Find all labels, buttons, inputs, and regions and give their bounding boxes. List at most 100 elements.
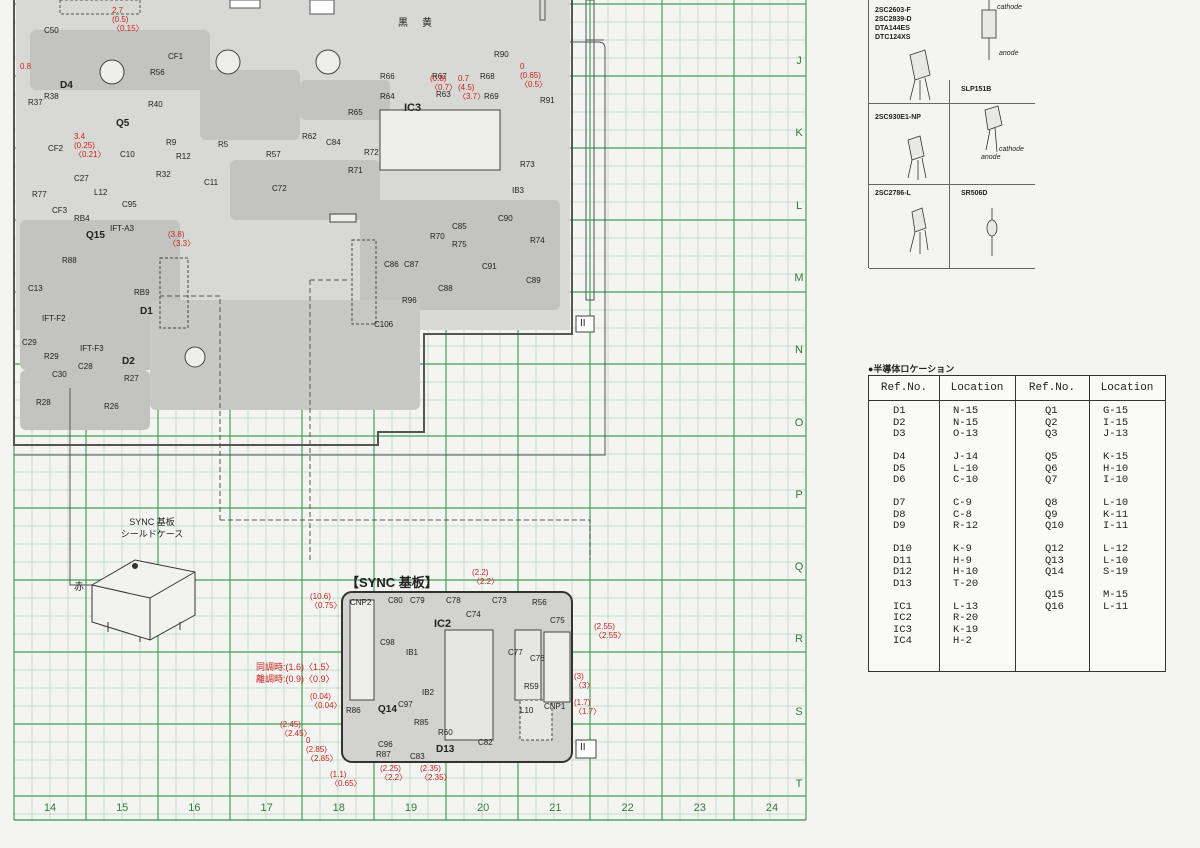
component-c98-64: C98: [380, 638, 395, 647]
shield-case-line1: SYNC 基板: [129, 517, 175, 527]
row-label-P: P: [795, 488, 803, 501]
cnp2-label: CNP2: [350, 598, 372, 607]
component-r59-68: R59: [524, 682, 539, 691]
col-label-17: 17: [260, 802, 273, 814]
header-refno-1: Ref.No.: [869, 376, 939, 401]
sync-board-title: 【SYNC 基板】: [346, 575, 438, 590]
component-c78-59: C78: [446, 596, 461, 605]
component-r67-18: R67: [432, 72, 447, 81]
voltage-reading-1: 0.8: [20, 62, 31, 71]
voltage-reading-6: (10.6)〈0.75〉: [310, 592, 342, 610]
component-r77-27: R77: [32, 190, 47, 199]
q15-label: Q15: [86, 230, 105, 241]
component-c76-67: C76: [530, 654, 545, 663]
anode-label: anode: [999, 50, 1019, 57]
ic3-label: IC3: [404, 102, 422, 114]
voltage-line-15-1: 〈1.7〉: [574, 707, 602, 716]
ifta3-label: IFT-A3: [110, 224, 135, 233]
voltage-line-2-1: (0.25): [74, 141, 95, 150]
component-cf3-28: CF3: [52, 206, 68, 215]
component-c79-58: C79: [410, 596, 425, 605]
voltage-reading-3: (0.8)〈0.7〉: [430, 74, 457, 92]
component-r90-22: R90: [494, 50, 509, 59]
voltage-line-13-0: (2.25): [380, 764, 401, 773]
component-r64-17: R64: [380, 92, 395, 101]
component-r37-2: R37: [28, 98, 43, 107]
component-c87-48: C87: [404, 260, 419, 269]
component-r29-39: R29: [44, 352, 59, 361]
voltage-line-4-0: 0.7: [458, 74, 470, 83]
col-label-15: 15: [116, 802, 129, 814]
component-r71-25: R71: [348, 166, 363, 175]
voltage-reading-13: (2.25)〈2.2〉: [380, 764, 407, 782]
row-label-R: R: [795, 633, 803, 646]
voltage-line-7-0: (2.2): [472, 568, 489, 577]
row-label-S: S: [795, 705, 803, 718]
parts-sketches: [907, 0, 1003, 256]
component-c96-74: C96: [378, 740, 393, 749]
voltage-line-10-1: 〈2.45〉: [280, 729, 312, 738]
location-table: Ref.No. Location Ref.No. Location D1 D2 …: [868, 375, 1166, 672]
row-label-T: T: [795, 778, 803, 790]
aka-label: 赤: [74, 582, 84, 593]
component-cf2-9: CF2: [48, 144, 64, 153]
voltage-reading-17: (3.8)〈3.3〉: [168, 230, 195, 248]
ib3-label: IB3: [512, 186, 525, 195]
component-c83-75: C83: [410, 752, 425, 761]
voltage-reading-16: (3)〈3〉: [574, 672, 594, 690]
voltage-line-4-2: 〈3.7〉: [458, 92, 486, 101]
header-refno-2: Ref.No.: [1015, 376, 1089, 401]
col-refno-1: D1 D2 D3 D4 D5 D6 D7 D8 D9 D10 D11 D12 D…: [893, 405, 912, 647]
voltage-line-11-0: 0: [306, 736, 311, 745]
row-label-M: M: [794, 271, 804, 284]
part-2sc930: 2SC930E1-NP: [875, 114, 921, 121]
header-location-1: Location: [939, 376, 1015, 401]
component-c106-46: C106: [374, 320, 394, 329]
voltage-line-6-1: 〈0.75〉: [310, 601, 342, 610]
voltage-line-0-2: 〈0.15〉: [112, 24, 144, 33]
voltage-reading-11: 0(2.85)〈2.85〉: [306, 736, 338, 763]
component-r86-69: R86: [346, 706, 361, 715]
row-label-K: K: [795, 127, 803, 140]
ib2-label: IB2: [422, 688, 435, 697]
component-r12-7: R12: [176, 152, 191, 161]
component-r56-62: R56: [532, 598, 547, 607]
component-c10-10: C10: [120, 150, 135, 159]
row-label-N: N: [795, 344, 803, 357]
row-label-J: J: [796, 55, 802, 67]
col-location-1: N-15 N-15 O-13 J-14 L-10 C-10 C-9 C-8 R-…: [953, 405, 979, 647]
q5-label: Q5: [116, 118, 130, 129]
part-2sc2786: 2SC2786-L: [875, 190, 911, 197]
col-label-21: 21: [549, 802, 562, 814]
voltage-line-11-1: (2.85): [306, 745, 327, 754]
component-r68-20: R68: [480, 72, 495, 81]
component-c97-65: C97: [398, 700, 413, 709]
kuro-label: 黒: [398, 18, 408, 29]
row-label-O: O: [794, 416, 804, 429]
sync-note-1: 同調時:(1.6)〈1.5〉: [256, 662, 335, 672]
voltage-reading-5: 0(0.65)〈0.5〉: [520, 62, 547, 89]
component-c28-41: C28: [78, 362, 93, 371]
q14-label: Q14: [378, 704, 397, 715]
voltage-line-17-0: (3.8): [168, 230, 185, 239]
col-label-19: 19: [404, 802, 418, 814]
sync-board: [341, 591, 597, 763]
voltage-line-2-2: 〈0.21〉: [74, 150, 106, 159]
component-cf1-8: CF1: [168, 52, 184, 61]
header-location-2: Location: [1089, 376, 1165, 401]
component-c86-47: C86: [384, 260, 399, 269]
voltage-line-11-2: 〈2.85〉: [306, 754, 338, 763]
component-r9-6: R9: [166, 138, 177, 147]
component-c30-40: C30: [52, 370, 67, 379]
component-l12-32: L12: [94, 188, 108, 197]
voltage-line-8-1: 〈2.55〉: [594, 631, 626, 640]
voltage-line-9-1: 〈0.04〉: [310, 701, 342, 710]
component-r66-16: R66: [380, 72, 395, 81]
component-r5-5: R5: [218, 140, 229, 149]
sync-note-2: 離調時:(0.9)〈0.9〉: [256, 674, 335, 684]
shield-case-line2: シールドケース: [120, 529, 184, 539]
voltage-line-14-0: (2.35): [420, 764, 441, 773]
parts-panel: 2SC2603-F 2SC2839-D DTA144ES DTC124XS ca…: [868, 0, 1035, 269]
voltage-reading-7: (2.2)〈2.2〉: [472, 568, 499, 586]
voltage-line-8-0: (2.55): [594, 622, 615, 631]
